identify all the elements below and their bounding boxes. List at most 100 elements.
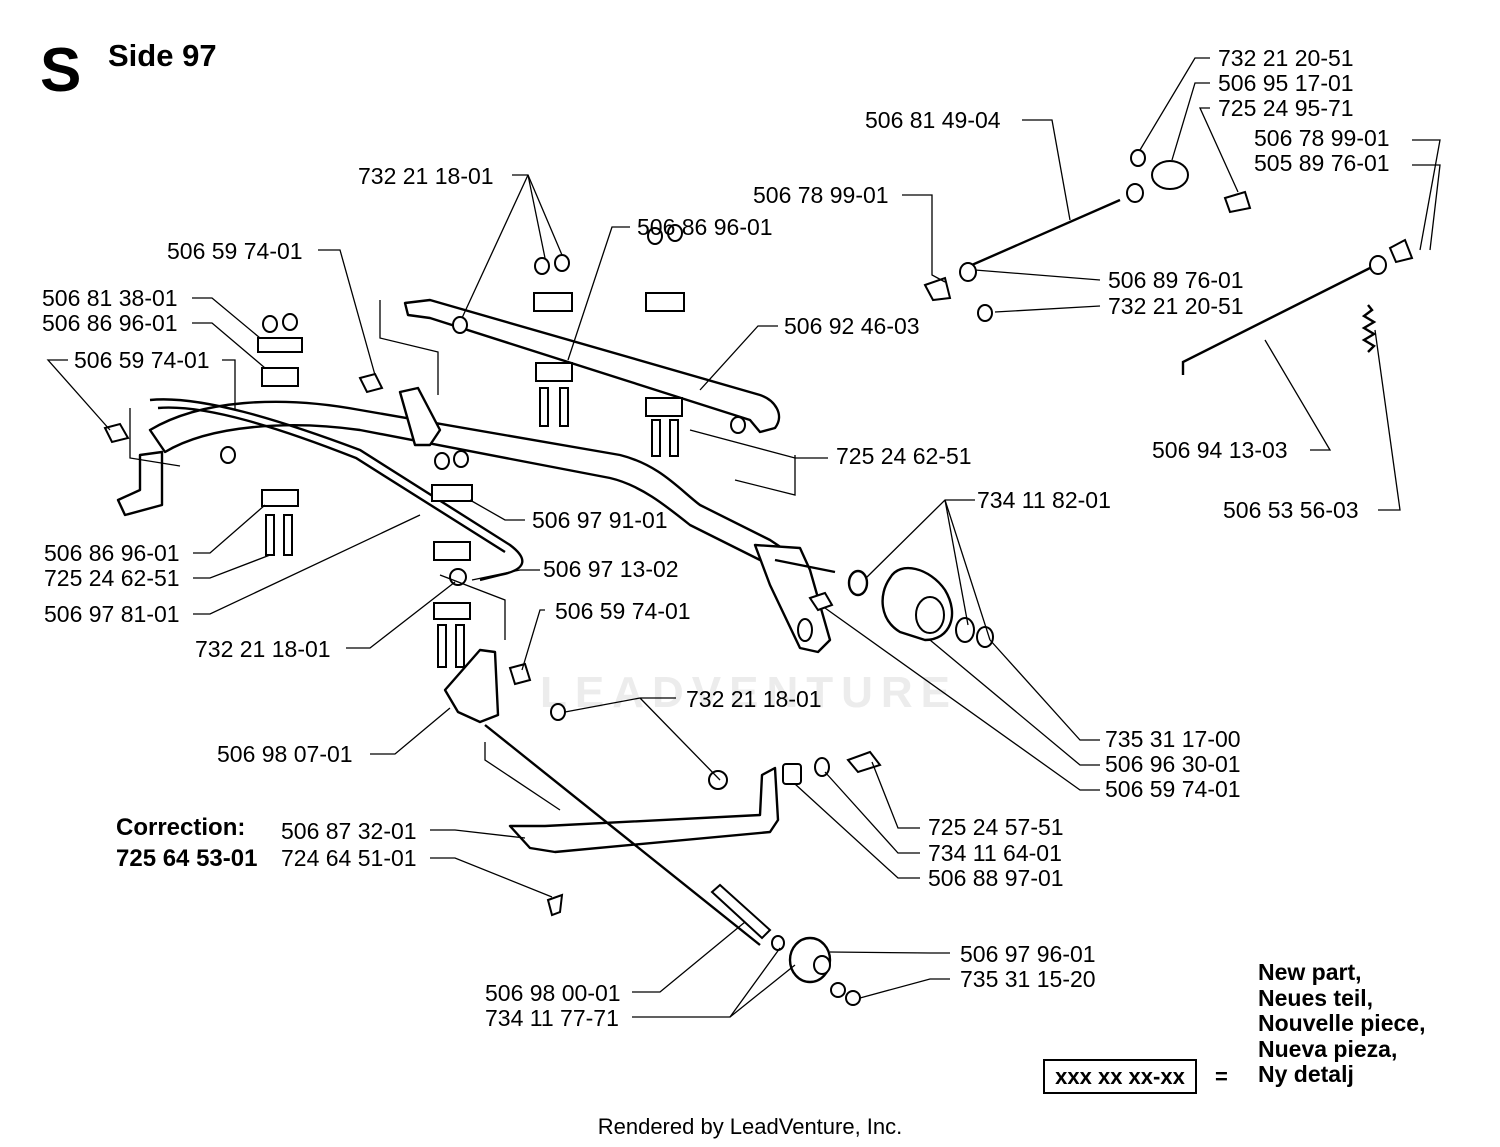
spindle-pin bbox=[710, 883, 772, 940]
callout-label: 506 94 13-03 bbox=[1152, 437, 1288, 463]
nut-right bbox=[730, 416, 746, 434]
callout-label: 506 86 96-01 bbox=[42, 310, 178, 336]
spindle-rod bbox=[484, 724, 761, 946]
lower-height-arm bbox=[508, 766, 780, 854]
callout-label: 506 95 17-01 bbox=[1218, 70, 1354, 96]
callout-label: 506 86 96-01 bbox=[637, 214, 773, 240]
lift-link-rod bbox=[1181, 266, 1371, 375]
top-nut bbox=[1130, 149, 1146, 167]
legend-line: Nouvelle piece, bbox=[1258, 1010, 1426, 1036]
lift-link-joint bbox=[1388, 238, 1414, 264]
callout-label: 732 21 18-01 bbox=[686, 686, 822, 712]
drop-arm-hole bbox=[797, 618, 813, 642]
bolt-left bbox=[103, 422, 130, 444]
pivot-bracket bbox=[443, 648, 500, 724]
lower-wheel-hub bbox=[813, 955, 831, 975]
callout-label: 735 31 15-20 bbox=[960, 966, 1096, 992]
callout-label: 506 59 74-01 bbox=[74, 347, 210, 373]
callout-label: 506 87 32-01 bbox=[281, 818, 417, 844]
adjust-nut bbox=[959, 262, 977, 282]
arm-nut bbox=[708, 770, 728, 790]
clamp-stack-left bbox=[257, 313, 303, 556]
legend-sample-box: xxx xx xx-xx bbox=[1043, 1059, 1197, 1094]
callout-label: 506 78 99-01 bbox=[1254, 125, 1390, 151]
callout-label: 732 21 18-01 bbox=[195, 636, 331, 662]
callout-label: 506 97 13-02 bbox=[543, 556, 679, 582]
callout-label: 505 89 76-01 bbox=[1254, 150, 1390, 176]
callout-label: 506 53 56-03 bbox=[1223, 497, 1359, 523]
roller-spacer bbox=[955, 617, 975, 643]
callout-label: 732 21 18-01 bbox=[358, 163, 494, 189]
clamp-stack-right bbox=[645, 224, 685, 457]
nut-upper bbox=[452, 316, 468, 334]
legend-equals: = bbox=[1215, 1064, 1228, 1089]
front-cross-bar-inner bbox=[157, 406, 506, 554]
axle-rod bbox=[774, 558, 836, 574]
roller-bolt bbox=[808, 591, 834, 612]
bolt-center-left bbox=[358, 372, 384, 394]
legend-line: Neues teil, bbox=[1258, 984, 1374, 1011]
callout-label: 506 96 30-01 bbox=[1105, 751, 1241, 777]
arm-bolt bbox=[546, 893, 564, 917]
correction-label: Correction: bbox=[116, 814, 246, 841]
callout-labels: 732 21 20-51 506 95 17-01 725 24 95-71 5… bbox=[42, 45, 1390, 1031]
callout-label: 506 81 38-01 bbox=[42, 285, 178, 311]
new-part-legend: New part, Neues teil, Nouvelle piece, Nu… bbox=[1258, 959, 1426, 1088]
callout-label: 732 21 20-51 bbox=[1108, 293, 1244, 319]
clamp-stack-lower bbox=[431, 450, 473, 668]
callout-label: 734 11 64-01 bbox=[928, 840, 1062, 866]
correction-part-number: 725 64 53-01 bbox=[116, 845, 258, 873]
eye-screw bbox=[1223, 190, 1252, 214]
legend-line: New part, bbox=[1258, 959, 1362, 985]
center-arm-plate bbox=[398, 386, 442, 447]
callout-label: 506 88 97-01 bbox=[928, 865, 1064, 891]
main-frame-beam bbox=[148, 400, 802, 577]
roller-clip bbox=[976, 626, 994, 648]
page-title: Side 97 bbox=[108, 38, 217, 73]
lower-wheel-washer bbox=[771, 935, 785, 951]
adjust-ball-joint bbox=[923, 276, 952, 302]
nut-left bbox=[220, 446, 236, 464]
callout-label: 506 97 91-01 bbox=[532, 507, 668, 533]
callout-label: 506 78 99-01 bbox=[753, 182, 889, 208]
callout-label: 506 59 74-01 bbox=[167, 238, 303, 264]
legend-line: Ny detalj bbox=[1258, 1061, 1354, 1087]
callout-label: 506 59 74-01 bbox=[555, 598, 691, 624]
roller-washer bbox=[847, 569, 869, 597]
lift-link-nut bbox=[1369, 255, 1387, 275]
eye-nut bbox=[1126, 183, 1144, 203]
callout-label: 506 98 07-01 bbox=[217, 741, 353, 767]
arm-washer bbox=[814, 757, 830, 777]
callout-label: 725 24 57-51 bbox=[928, 814, 1064, 840]
left-bracket bbox=[116, 450, 164, 517]
callout-label: 506 97 96-01 bbox=[960, 941, 1096, 967]
clamp-stack-center bbox=[533, 254, 573, 427]
callout-label: 725 24 62-51 bbox=[836, 443, 972, 469]
callout-label: 732 21 20-51 bbox=[1218, 45, 1354, 71]
adjust-rod bbox=[964, 198, 1121, 270]
callout-label: 724 64 51-01 bbox=[281, 845, 417, 871]
callout-label: 725 24 62-51 bbox=[44, 565, 180, 591]
eye-bolt bbox=[1151, 160, 1189, 190]
watermark: LEADVENTURE bbox=[540, 668, 959, 717]
callout-label: 506 97 81-01 bbox=[44, 601, 180, 627]
callout-label: 725 24 95-71 bbox=[1218, 95, 1354, 121]
callout-label: 506 92 46-03 bbox=[784, 313, 920, 339]
callout-label: 734 11 82-01 bbox=[977, 487, 1111, 513]
leader-lines bbox=[46, 57, 1441, 1018]
upper-lift-bar bbox=[403, 298, 781, 434]
callout-label: 734 11 77-71 bbox=[485, 1005, 619, 1031]
arm-screw bbox=[846, 750, 882, 774]
callout-label: 506 81 49-04 bbox=[865, 107, 1001, 133]
legend-line: Nueva pieza, bbox=[1258, 1035, 1398, 1062]
footer-credit: Rendered by LeadVenture, Inc. bbox=[597, 1114, 903, 1139]
callout-label: 506 86 96-01 bbox=[44, 540, 180, 566]
adjust-lock-nut bbox=[977, 304, 993, 322]
lower-washer-a bbox=[830, 982, 846, 998]
lift-spring bbox=[1361, 304, 1377, 353]
section-letter: S bbox=[40, 36, 82, 105]
front-cross-bar bbox=[149, 398, 524, 582]
callout-label: 735 31 17-00 bbox=[1105, 726, 1241, 752]
correction-note: Correction: 725 64 53-01 bbox=[116, 812, 257, 874]
